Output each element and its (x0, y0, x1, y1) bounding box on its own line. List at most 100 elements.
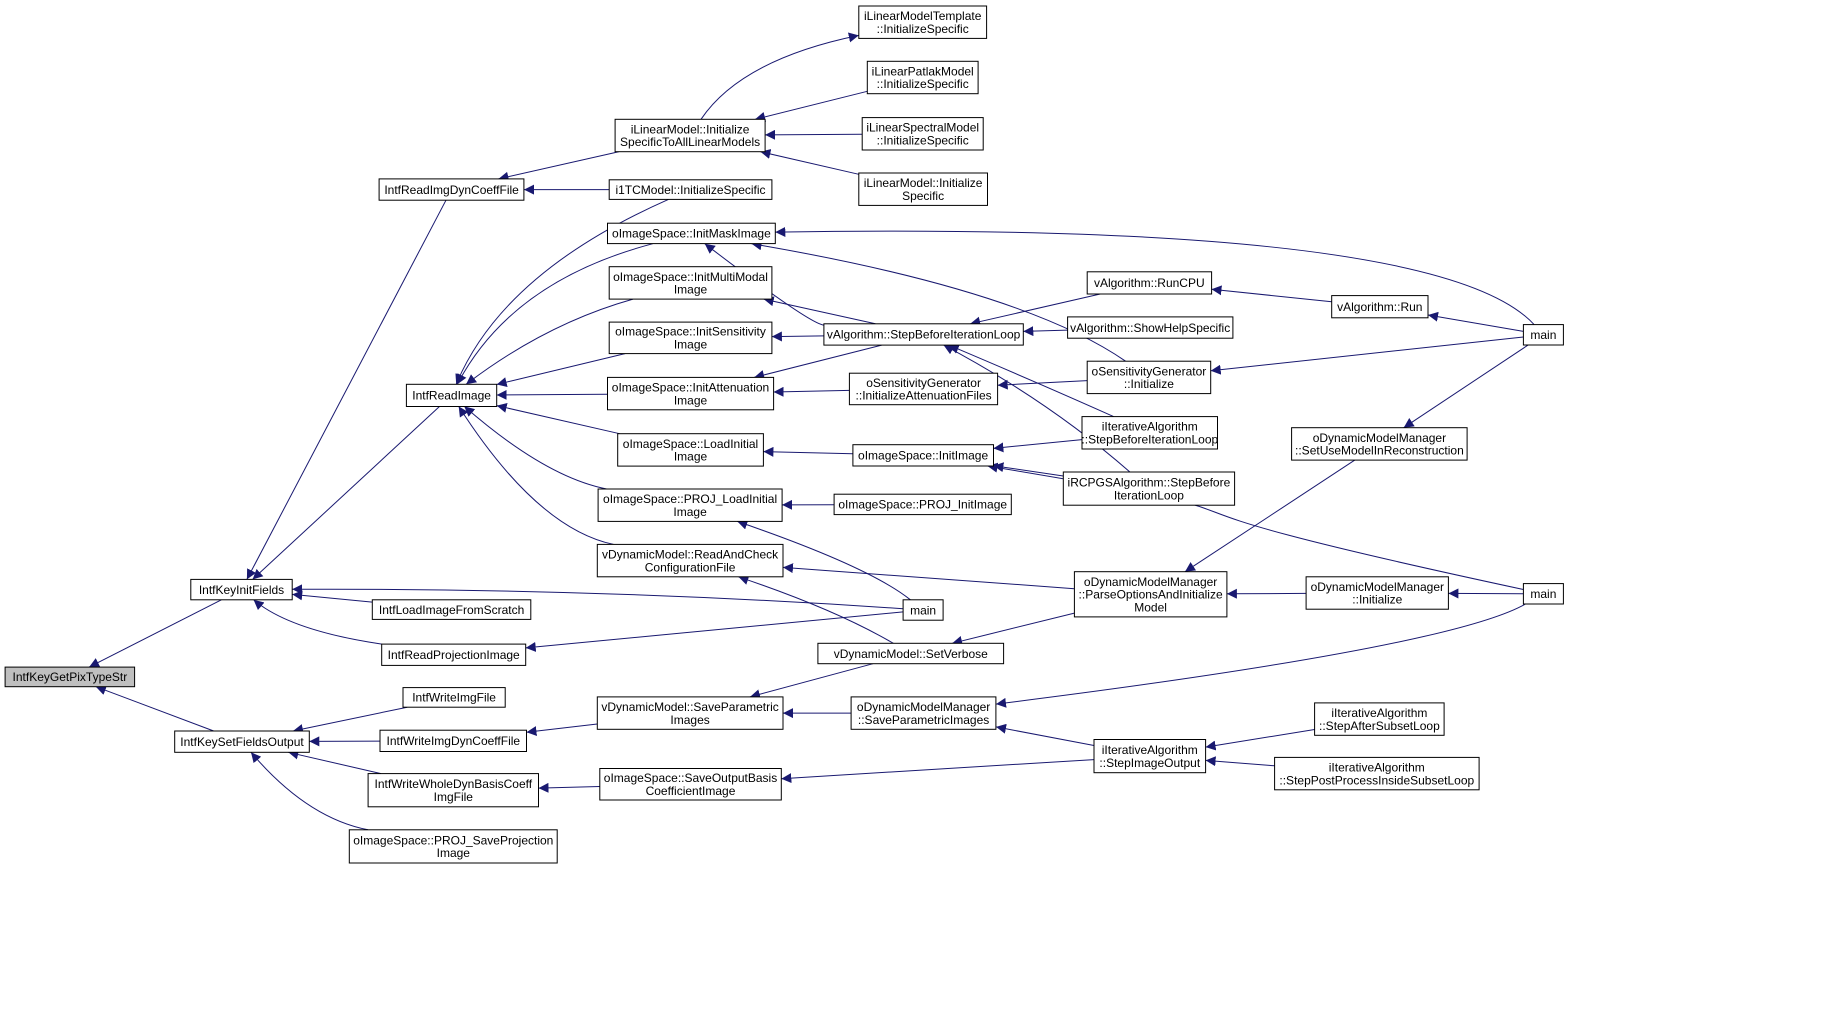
edge-saveout-to-writewhole (538, 782, 600, 793)
node-label: Image (674, 393, 708, 407)
nodes: IntfKeyGetPixTypeStrIntfKeyInitFieldsInt… (4, 5, 1564, 864)
node-box (1305, 576, 1449, 610)
node-keyset[interactable]: IntfKeySetFieldsOutput (174, 730, 310, 753)
node-mgrinit[interactable]: oDynamicModelManager::Initialize (1305, 576, 1449, 610)
node-readimage[interactable]: IntfReadImage (405, 383, 498, 407)
node-label: IterationLoop (1114, 488, 1184, 502)
node-setverbose[interactable]: vDynamicModel::SetVerbose (817, 642, 1005, 665)
node-saveout[interactable]: oImageSpace::SaveOutputBasisCoefficientI… (599, 768, 782, 801)
node-label: Image (437, 846, 471, 860)
node-label: Specific (902, 189, 944, 203)
node-label: ::InitializeAttenuationFiles (856, 389, 992, 403)
node-label: IntfWriteImgFile (412, 691, 496, 705)
edge-rcpgs-to-stepbefore (943, 344, 1131, 473)
node-label: IntfLoadImageFromScratch (379, 603, 524, 617)
edge-loadscratch-to-keyinit (292, 590, 373, 603)
node-label: oImageSpace::InitImage (858, 449, 988, 463)
node-sensinit[interactable]: oSensitivityGenerator::Initialize (1086, 360, 1212, 395)
node-runcpu[interactable]: vAlgorithm::RunCPU (1086, 271, 1213, 295)
edge-stepbefore-to-initsens (771, 331, 824, 342)
node-box (607, 222, 776, 245)
node-box (371, 599, 532, 620)
node-box (174, 730, 310, 753)
node-box (1291, 427, 1468, 461)
node-label: oDynamicModelManager (857, 700, 990, 714)
node-linspectral[interactable]: iLinearSpectralModel::InitializeSpecific (861, 117, 984, 151)
node-writeimg[interactable]: IntfWriteImgFile (402, 687, 506, 708)
node-linspecific[interactable]: iLinearModel::InitializeSpecific (858, 172, 988, 206)
node-label: iLinearModel::Initialize (864, 176, 983, 190)
node-readproj[interactable]: IntfReadProjectionImage (381, 643, 527, 666)
edge-initmask-to-readimage (456, 243, 653, 385)
node-box (817, 642, 1005, 665)
node-main2[interactable]: main (1522, 324, 1564, 346)
node-i1tc[interactable]: i1TCModel::InitializeSpecific (608, 179, 773, 200)
edge-initsens-to-readimage (496, 353, 626, 388)
node-label: oImageSpace::InitAttenuation (612, 381, 769, 395)
node-label: ::ParseOptionsAndInitialize (1079, 588, 1223, 602)
node-label: ::StepImageOutput (1099, 756, 1200, 770)
node-iterstep[interactable]: iIterativeAlgorithm::StepBeforeIteration… (1081, 416, 1219, 450)
node-stepimgout[interactable]: iIterativeAlgorithm::StepImageOutput (1093, 739, 1207, 774)
node-projinit[interactable]: oImageSpace::PROJ_InitImage (833, 493, 1012, 516)
node-label: vAlgorithm::Run (1337, 300, 1422, 314)
edge-sensatt-to-initatt (773, 386, 850, 397)
edge-setverbose-to-saveparam (749, 663, 874, 700)
node-afterloop[interactable]: iIterativeAlgorithm::StepAfterSubsetLoop (1314, 702, 1445, 736)
node-run[interactable]: vAlgorithm::Run (1331, 295, 1429, 319)
node-saveparam[interactable]: vDynamicModel::SaveParametricImages (596, 696, 784, 730)
node-readcheck[interactable]: vDynamicModel::ReadAndCheckConfiguration… (596, 543, 784, 578)
node-loadscratch[interactable]: IntfLoadImageFromScratch (371, 599, 532, 620)
node-box (848, 372, 999, 406)
node-main1[interactable]: main (902, 599, 944, 621)
node-stepbefore[interactable]: vAlgorithm::StepBeforeIterationLoop (823, 323, 1024, 346)
edge-projload-to-readimage (463, 406, 607, 490)
node-label: Image (674, 338, 708, 352)
node-postproc[interactable]: iIterativeAlgorithm::StepPostProcessInsi… (1274, 756, 1480, 791)
node-pixtype[interactable]: IntfKeyGetPixTypeStr (4, 666, 136, 688)
edge-writewhole-to-keyset (288, 749, 382, 775)
node-box (599, 768, 782, 801)
node-setuse[interactable]: oDynamicModelManager::SetUseModelInRecon… (1291, 427, 1468, 461)
node-initimage[interactable]: oImageSpace::InitImage (852, 444, 995, 467)
edge-loadinit-to-readimage (496, 402, 620, 435)
node-keyinit[interactable]: IntfKeyInitFields (190, 578, 293, 601)
edge-setuse-to-parseopt (1184, 459, 1356, 573)
node-box (1081, 416, 1218, 450)
node-readdyn[interactable]: IntfReadImgDynCoeffFile (378, 178, 525, 201)
node-box (614, 118, 766, 153)
edges (88, 32, 1535, 831)
node-label: main (1530, 587, 1556, 601)
node-parseopt[interactable]: oDynamicModelManager::ParseOptionsAndIni… (1073, 571, 1228, 618)
edge-readimage-to-keyinit (252, 406, 440, 580)
node-linmodel[interactable]: iLinearModel::InitializeSpecificToAllLin… (614, 118, 766, 153)
node-box (608, 321, 773, 355)
node-box (379, 729, 527, 753)
node-label: vDynamicModel::SetVerbose (834, 647, 988, 661)
node-sensatt[interactable]: oSensitivityGenerator::InitializeAttenua… (848, 372, 999, 406)
node-mgrsave[interactable]: oDynamicModelManager::SaveParametricImag… (850, 696, 997, 730)
node-lintemplate[interactable]: iLinearModelTemplate::InitializeSpecific (858, 5, 988, 39)
node-box (1067, 316, 1234, 339)
node-writedyn[interactable]: IntfWriteImgDynCoeffFile (379, 729, 527, 753)
node-main3[interactable]: main (1522, 583, 1564, 605)
node-linpatlak[interactable]: iLinearPatlakModel::InitializeSpecific (866, 60, 979, 95)
node-showhelp[interactable]: vAlgorithm::ShowHelpSpecific (1067, 316, 1234, 339)
node-rcpgs[interactable]: iRCPGSAlgorithm::StepBeforeIterationLoop (1062, 471, 1236, 506)
edge-projsave-to-keyset (250, 751, 369, 831)
node-box (597, 488, 783, 522)
node-label: Image (673, 505, 707, 519)
edge-rcpgs-to-initimage (993, 462, 1064, 477)
node-box (1522, 324, 1564, 346)
edge-main2-to-sensinit (1210, 336, 1524, 375)
node-initmask[interactable]: oImageSpace::InitMaskImage (607, 222, 776, 245)
node-label: oImageSpace::PROJ_SaveProjection (353, 833, 553, 847)
